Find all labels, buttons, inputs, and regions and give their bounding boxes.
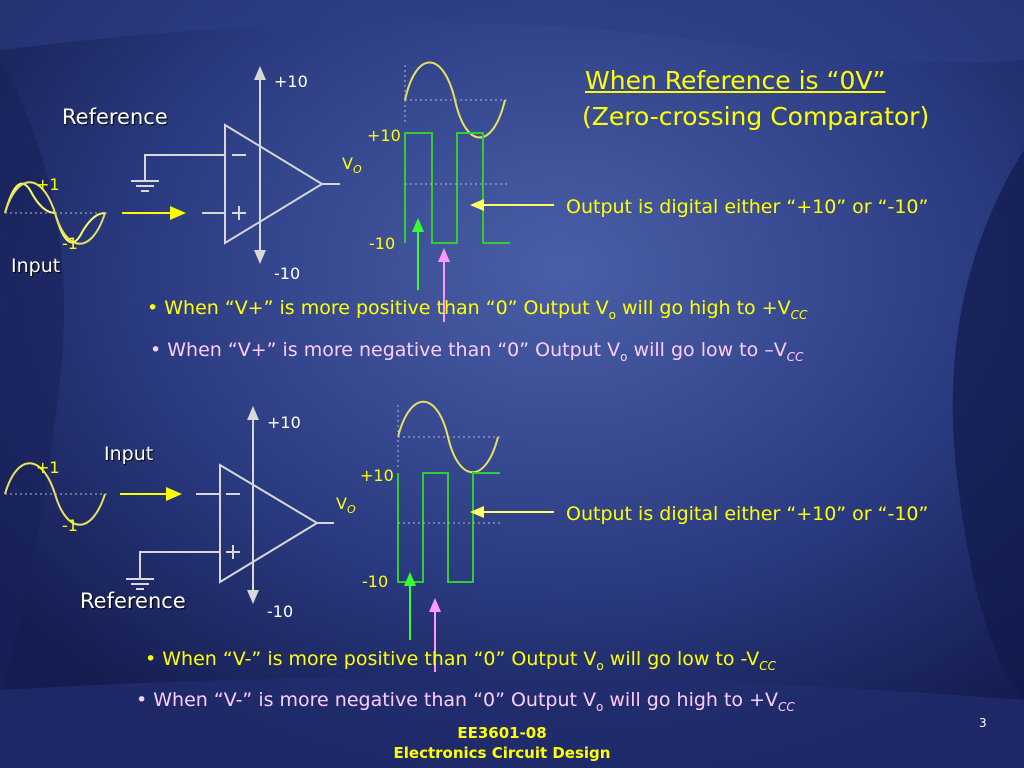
bottom-out-pos: +10 [360, 466, 394, 485]
top-out-pos: +10 [367, 126, 401, 145]
top-supply-pos: +10 [274, 72, 308, 91]
bottom-bullet-1: • When “V-” is more positive than “0” Ou… [145, 648, 777, 673]
top-output-note: Output is digital either “+10” or “-10” [566, 196, 929, 218]
top-supply-neg: -10 [274, 264, 301, 283]
top-supply-arrow [254, 66, 266, 80]
top-opamp-icon [224, 123, 324, 245]
bottom-reference-label: Reference [80, 589, 186, 613]
top-input-label: Input [11, 255, 61, 277]
bottom-supply-neg: -10 [267, 602, 294, 621]
page-number: 3 [979, 716, 987, 730]
bottom-bullet-2: • When “V-” is more negative than “0” Ou… [136, 689, 795, 714]
bottom-opamp-icon [219, 463, 319, 584]
bottom-out-neg: -10 [362, 572, 389, 591]
top-ground-wire [144, 154, 225, 180]
bottom-output-note: Output is digital either “+10” or “-10” [566, 503, 929, 525]
bottom-in-pos: +1 [36, 458, 60, 477]
top-bullet-2: • When “V+” is more negative than “0” Ou… [150, 339, 804, 364]
footer-name: Electronics Circuit Design [393, 744, 611, 762]
top-out-neg: -10 [369, 234, 396, 253]
bottom-input-label: Input [104, 443, 154, 465]
bottom-in-neg: -1 [62, 516, 78, 535]
top-bullet-1: • When “V+” is more positive than “0” Ou… [147, 297, 808, 322]
bottom-supply-pos: +10 [267, 413, 301, 432]
top-in-pos: +1 [36, 175, 60, 194]
bottom-vo-label: VO [336, 494, 356, 517]
bottom-square-wave [397, 472, 500, 583]
top-in-neg: -1 [62, 234, 78, 253]
top-vo-label: VO [342, 154, 362, 177]
top-reference-label: Reference [62, 105, 168, 129]
title-line-2: (Zero-crossing Comparator) [582, 102, 930, 131]
footer-course: EE3601-08 [457, 724, 547, 742]
bottom-ground-wire [139, 551, 220, 578]
title-line-1: When Reference is “0V” [585, 66, 886, 95]
